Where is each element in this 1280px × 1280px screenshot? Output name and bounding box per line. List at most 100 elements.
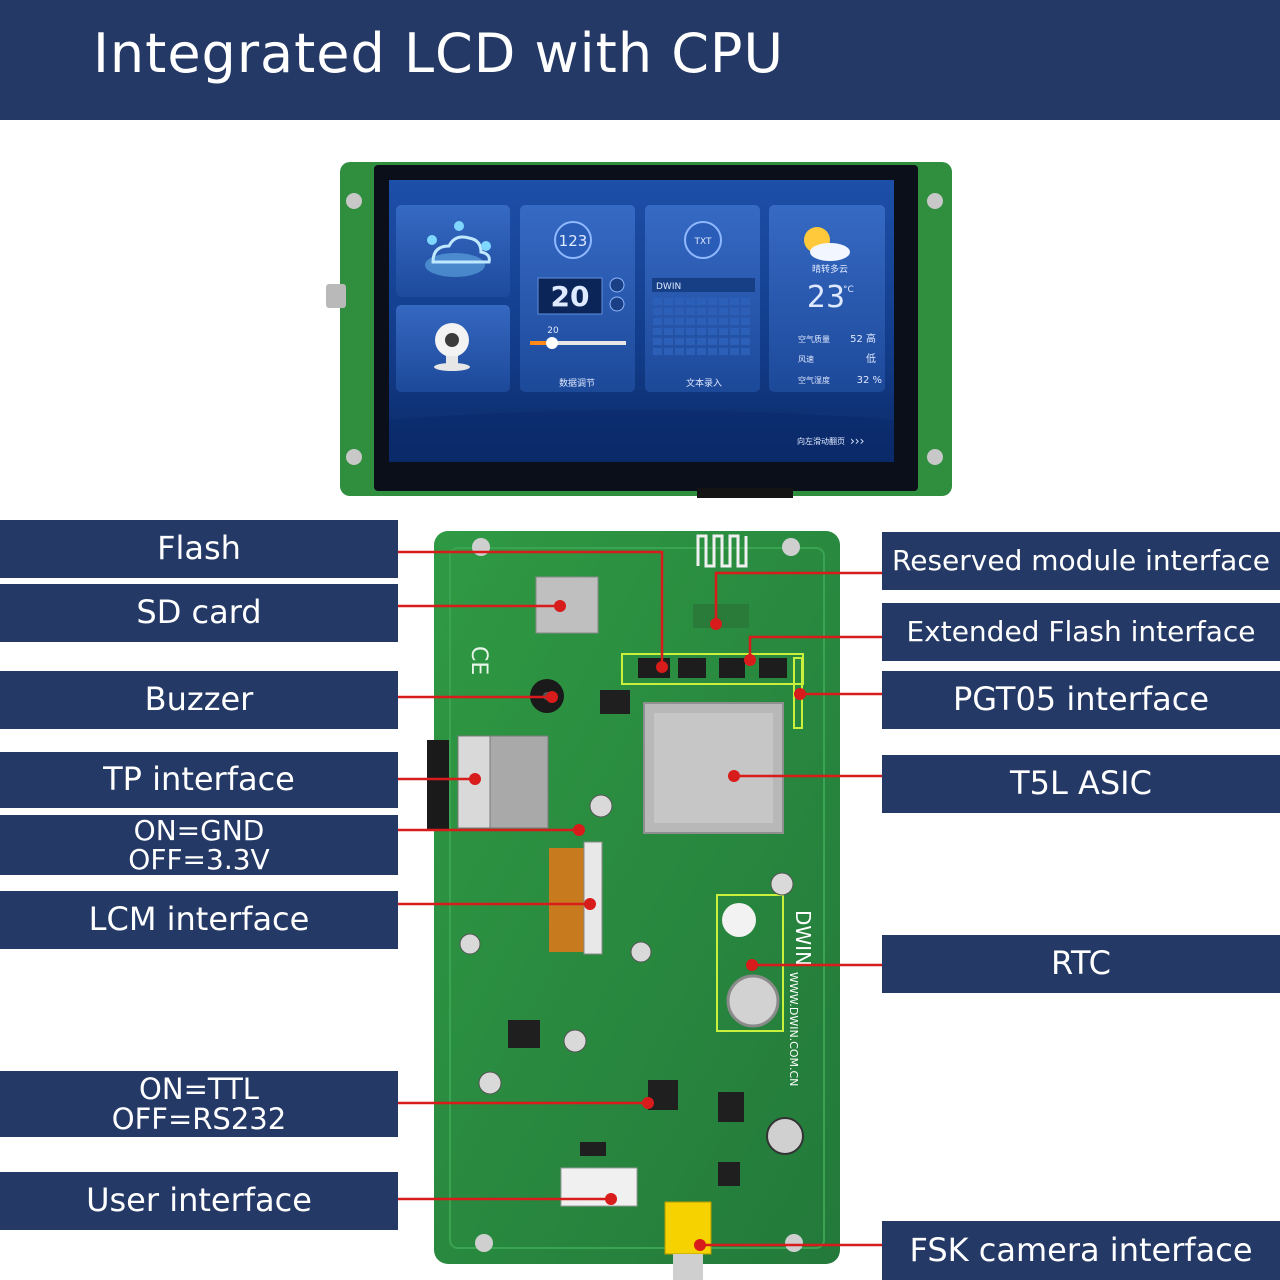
keyboard-key xyxy=(730,298,739,305)
side-connector xyxy=(326,284,346,308)
data-adjust-caption: 数据调节 xyxy=(559,377,595,389)
cloud-tile xyxy=(396,205,510,297)
keyboard-key xyxy=(719,338,728,345)
capacitor xyxy=(589,794,613,818)
label-extended-flash-interface: Extended Flash interface xyxy=(882,603,1280,661)
weather-cloud-icon xyxy=(804,227,850,261)
rtc-battery xyxy=(726,974,780,1028)
keyboard-key xyxy=(708,348,717,355)
capacitor xyxy=(478,1071,502,1095)
leader-reserved-module xyxy=(714,571,882,624)
slider-knob xyxy=(546,337,558,349)
keyboard-key xyxy=(675,298,684,305)
value-display xyxy=(537,277,603,315)
ic-chip xyxy=(580,1142,606,1156)
flash-chip xyxy=(678,658,706,678)
air-quality-value: 52 高 xyxy=(850,332,876,345)
slider-track xyxy=(530,341,626,345)
rtc-highlight-box xyxy=(716,894,784,1032)
keyboard-key xyxy=(741,318,750,325)
mount-hole-icon xyxy=(346,449,362,465)
board-brand: DWIN xyxy=(791,910,815,966)
minus-icon xyxy=(609,296,625,312)
keyboard-key xyxy=(675,318,684,325)
keyboard-key xyxy=(675,348,684,355)
keyboard-key xyxy=(697,318,706,325)
keyboard-key xyxy=(719,298,728,305)
ffc-connector xyxy=(697,488,793,498)
capacitor xyxy=(563,1029,587,1053)
ic-chip xyxy=(600,690,630,714)
pcb-board-photo: CE DWIN WWW.DWIN.COM.CN xyxy=(427,531,840,1280)
label-flash: Flash xyxy=(0,520,398,578)
keyboard-key xyxy=(708,318,717,325)
mount-hole-icon xyxy=(927,449,943,465)
keyboard-key xyxy=(708,298,717,305)
text-entry-field xyxy=(652,278,755,292)
plus-icon xyxy=(609,277,625,293)
weather-tile xyxy=(769,205,885,392)
keyboard-key xyxy=(741,338,750,345)
label-gnd-switch: ON=GND OFF=3.3V xyxy=(0,815,398,875)
keyboard-key xyxy=(741,298,750,305)
keyboard-key xyxy=(653,318,662,325)
label-user-interface: User interface xyxy=(0,1172,398,1230)
keyboard-key xyxy=(741,328,750,335)
label-fsk-camera-interface: FSK camera interface xyxy=(882,1221,1280,1280)
label-buzzer: Buzzer xyxy=(0,671,398,729)
keyboard-key xyxy=(719,328,728,335)
keyboard-key xyxy=(686,298,695,305)
keyboard-key xyxy=(697,328,706,335)
flash-chip xyxy=(719,658,745,678)
lcd-module-photo: 123 20 20 数据调节 TXT DWIN 文本录入 晴转多云 23 °C … xyxy=(326,162,952,498)
keyboard-key xyxy=(675,338,684,345)
flash-chip xyxy=(759,658,787,678)
swipe-hint: 向左滑动翻页 xyxy=(797,436,845,446)
tp-cable xyxy=(427,740,449,830)
t5l-asic-top xyxy=(654,713,773,823)
keyboard-key xyxy=(708,308,717,315)
keyboard-key xyxy=(697,338,706,345)
antenna-trace xyxy=(696,534,748,568)
keyboard-key xyxy=(675,308,684,315)
leader-lines xyxy=(398,550,882,1247)
leader-flash xyxy=(398,550,664,667)
wind-value: 低 xyxy=(866,352,876,365)
keyboard-key xyxy=(653,338,662,345)
keyboard-title: DWIN xyxy=(656,282,681,292)
keyboard-key xyxy=(730,318,739,325)
keyboard-key xyxy=(686,328,695,335)
keyboard-key xyxy=(664,308,673,315)
keyboard-key xyxy=(719,308,728,315)
lcm-connector xyxy=(583,841,603,955)
value-display-text: 20 xyxy=(551,280,590,313)
ic-chip xyxy=(508,1020,540,1048)
mount-hole-icon xyxy=(472,538,490,556)
keyboard-key xyxy=(730,348,739,355)
mount-hole-icon xyxy=(785,1234,803,1252)
slider-value: 20 xyxy=(547,326,559,336)
slider-fill xyxy=(530,341,550,345)
cloud-icon xyxy=(425,221,491,277)
ce-mark-icon: CE xyxy=(466,646,491,675)
label-pgt05-interface: PGT05 interface xyxy=(882,671,1280,729)
keyboard-key xyxy=(741,308,750,315)
label-tp-interface: TP interface xyxy=(0,752,398,808)
keyboard-key xyxy=(664,348,673,355)
page-title: Integrated LCD with CPU xyxy=(93,22,785,85)
capacitor xyxy=(770,872,794,896)
keyboard-key xyxy=(697,348,706,355)
keyboard-key xyxy=(653,298,662,305)
keyboard-key xyxy=(653,328,662,335)
label-t5l-asic: T5L ASIC xyxy=(882,755,1280,813)
label-reserved-module-interface: Reserved module interface xyxy=(882,532,1280,590)
keyboard-key xyxy=(664,328,673,335)
screen-glow xyxy=(389,410,894,462)
keyboard-key xyxy=(697,308,706,315)
keyboard-key xyxy=(686,308,695,315)
keyboard-key xyxy=(664,318,673,325)
tp-shield xyxy=(489,735,549,829)
lcm-ffc xyxy=(549,848,584,952)
keyboard-key xyxy=(664,338,673,345)
